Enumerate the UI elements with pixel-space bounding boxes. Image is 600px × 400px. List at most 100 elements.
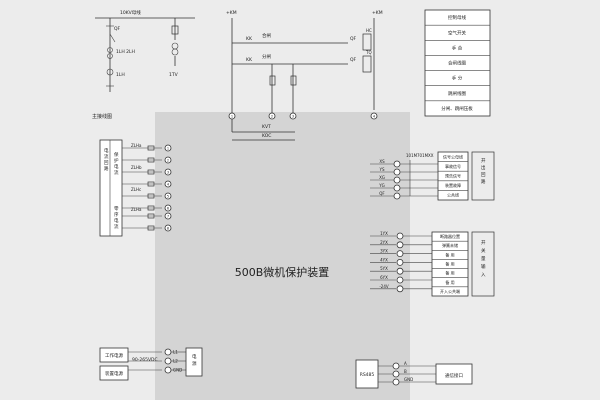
terminal bbox=[164, 192, 172, 200]
terminal bbox=[164, 357, 172, 365]
terminal-label: 6 bbox=[167, 206, 169, 210]
terminal bbox=[164, 348, 172, 356]
terminal-label: 4 bbox=[373, 115, 376, 119]
kvt-label: KVT bbox=[262, 124, 271, 130]
kk1-label: KK bbox=[246, 36, 253, 42]
terminal bbox=[370, 112, 378, 120]
terminal bbox=[393, 176, 401, 184]
switch-left-label: 6YX bbox=[380, 275, 388, 280]
legend-row: 手 合 bbox=[452, 44, 463, 51]
terminal bbox=[392, 362, 400, 370]
terminal bbox=[396, 250, 404, 258]
signal-row: 预告信号 bbox=[445, 173, 461, 179]
ct-input-label: ZLHb bbox=[131, 165, 142, 170]
switch-left-label: 2YX bbox=[380, 240, 388, 245]
tq-label: TQ bbox=[365, 50, 372, 55]
hc-label: HC bbox=[366, 28, 372, 33]
terminal bbox=[392, 378, 400, 386]
switch-row: 备 用 bbox=[445, 270, 454, 276]
work-power-label: 工作电源 bbox=[105, 352, 123, 359]
current-loop-title: 电流回路 bbox=[104, 147, 109, 172]
terminal-label: 1 bbox=[167, 146, 169, 150]
legend-row: 控制母线 bbox=[448, 14, 466, 21]
terminal bbox=[164, 212, 172, 220]
comm-interface-label: 通信接口 bbox=[445, 372, 463, 379]
switch-row: 备 用 bbox=[445, 251, 454, 257]
legend-row: 空气开关 bbox=[448, 29, 466, 36]
terminal bbox=[393, 160, 401, 168]
signal-left-label: YG bbox=[378, 183, 385, 188]
legend-row: 手 分 bbox=[452, 75, 463, 82]
signal-top-label: XX bbox=[428, 153, 434, 158]
legend-row: 跳闸线圈 bbox=[448, 90, 466, 97]
main-wiring: 10KV母线 QF 1LH 2LH 1LH 主接线图 1TV bbox=[92, 9, 195, 120]
terminal bbox=[164, 180, 172, 188]
switch-row: 弹簧未储 bbox=[442, 242, 458, 248]
terminal bbox=[396, 241, 404, 249]
protection-current-label: 保护电流 bbox=[114, 151, 119, 176]
terminal bbox=[164, 156, 172, 164]
switch-left-label: 3YX bbox=[380, 249, 388, 254]
comm-pin-label: GND bbox=[404, 377, 413, 382]
terminal-label: 7 bbox=[167, 214, 169, 218]
switch-left-label: 1YX bbox=[380, 231, 388, 236]
terminal bbox=[393, 192, 401, 200]
terminal bbox=[289, 112, 297, 120]
signal-row: 装置故障 bbox=[445, 182, 461, 188]
voltage-label: 90-265VDC bbox=[132, 357, 158, 363]
signal-row: 信号公母线 bbox=[443, 153, 463, 159]
control-circuit: +KM +KM KK 合闸 QF HC KK 分闸 QF TQ KVT KOC bbox=[226, 10, 383, 141]
switch-left-label: 5YX bbox=[380, 266, 388, 271]
terminal-label: 3 bbox=[167, 170, 169, 174]
kk2-label: KK bbox=[246, 57, 253, 63]
qf1-label: QF bbox=[350, 36, 357, 42]
terminal bbox=[396, 276, 404, 284]
terminal bbox=[164, 168, 172, 176]
open-label: 分闸 bbox=[262, 53, 271, 60]
terminal-label: 2 bbox=[167, 158, 169, 162]
terminal-label: 2 bbox=[271, 115, 273, 119]
zero-sequence-label: 零序电流 bbox=[114, 206, 119, 230]
signal-top-label: 701M bbox=[417, 153, 429, 158]
ct-input-label: ZLHa bbox=[131, 143, 142, 148]
comm-pin-label: B bbox=[404, 369, 407, 374]
terminal-label: 3 bbox=[292, 115, 294, 119]
ct-input-label: ZLHa bbox=[131, 207, 142, 212]
main-wiring-label: 主接线图 bbox=[92, 113, 112, 120]
terminal bbox=[164, 204, 172, 212]
legend-row: 分闸、跳闸压板 bbox=[441, 105, 473, 112]
terminal bbox=[268, 112, 276, 120]
terminal bbox=[396, 285, 404, 293]
legend-row: 合闸线圈 bbox=[448, 60, 466, 67]
signal-left-label: QF bbox=[379, 191, 385, 196]
switch-left-label: 4YX bbox=[380, 257, 388, 262]
terminal bbox=[164, 366, 172, 374]
koc-label: KOC bbox=[262, 133, 271, 139]
signal-group-label: 开出回路 bbox=[481, 158, 486, 185]
close-label: 合闸 bbox=[262, 32, 271, 39]
switch-row: 备 用 bbox=[445, 261, 454, 267]
switch-row: 开入公共端 bbox=[440, 288, 460, 294]
terminal bbox=[228, 112, 236, 120]
control-terminals: 1 2 3 4 bbox=[228, 112, 378, 120]
pos-bus-right: +KM bbox=[372, 10, 383, 16]
device-label: 500B微机保护装置 bbox=[235, 265, 330, 279]
ct-input-label: ZLHc bbox=[131, 187, 141, 192]
terminal bbox=[164, 224, 172, 232]
terminal bbox=[393, 184, 401, 192]
terminal-label: 4 bbox=[167, 182, 170, 186]
qf-label: QF bbox=[114, 26, 121, 32]
terminal bbox=[396, 232, 404, 240]
power-side-label: 电源 bbox=[192, 353, 197, 367]
terminal-label: 8 bbox=[167, 226, 169, 230]
switch-row: 断路器位置 bbox=[440, 233, 460, 239]
terminal bbox=[396, 258, 404, 266]
signal-row: 公共线 bbox=[447, 192, 459, 198]
